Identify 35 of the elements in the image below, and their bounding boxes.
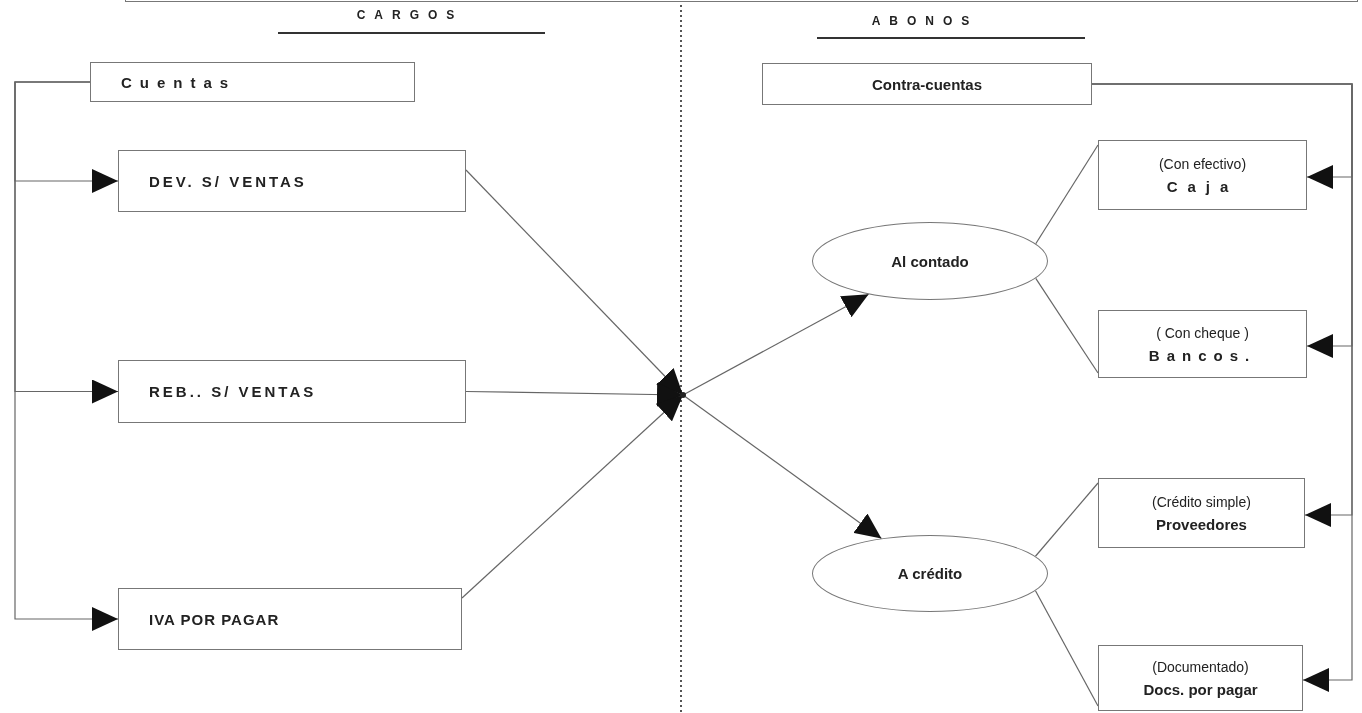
note-text: (Con efectivo) bbox=[1158, 155, 1247, 172]
account-box bbox=[118, 588, 462, 650]
account-name: Contra-cuentas bbox=[872, 75, 982, 93]
account-box bbox=[118, 150, 466, 212]
note-text: ( Con cheque ) bbox=[1156, 324, 1249, 341]
connector-line bbox=[1035, 277, 1099, 374]
account-box bbox=[1098, 310, 1307, 378]
account-name: A crédito bbox=[897, 565, 963, 582]
arrow bbox=[14, 81, 119, 631]
column-heading: CARGOS bbox=[356, 8, 464, 22]
connector-line bbox=[1034, 482, 1099, 557]
arrow bbox=[461, 394, 684, 599]
account-box bbox=[762, 63, 1092, 105]
account-box bbox=[1098, 140, 1307, 210]
account-name: Cuentas bbox=[121, 73, 237, 91]
arrow bbox=[1091, 83, 1353, 692]
account-name: Proveedores bbox=[1156, 515, 1247, 533]
note-text: (Documentado) bbox=[1152, 658, 1249, 675]
account-name: Bancos. bbox=[1148, 346, 1257, 364]
connector-line bbox=[1035, 144, 1099, 245]
column-heading: ABONOS bbox=[871, 14, 979, 28]
account-box bbox=[118, 360, 466, 423]
account-name: DEV. S/ VENTAS bbox=[149, 172, 307, 190]
account-name: REB.. S/ VENTAS bbox=[149, 383, 317, 400]
account-box bbox=[90, 62, 415, 102]
arrow bbox=[465, 169, 684, 396]
connector-line bbox=[1034, 590, 1099, 707]
account-name: Al contado bbox=[891, 252, 969, 270]
account-name: Caja bbox=[1166, 177, 1239, 195]
note-text: (Crédito simple) bbox=[1152, 493, 1251, 510]
junction-dot bbox=[680, 392, 686, 398]
account-box bbox=[1098, 645, 1303, 711]
account-name: Docs. por pagar bbox=[1143, 680, 1258, 698]
account-name: IVA POR PAGAR bbox=[149, 610, 280, 628]
account-box bbox=[1098, 478, 1305, 548]
